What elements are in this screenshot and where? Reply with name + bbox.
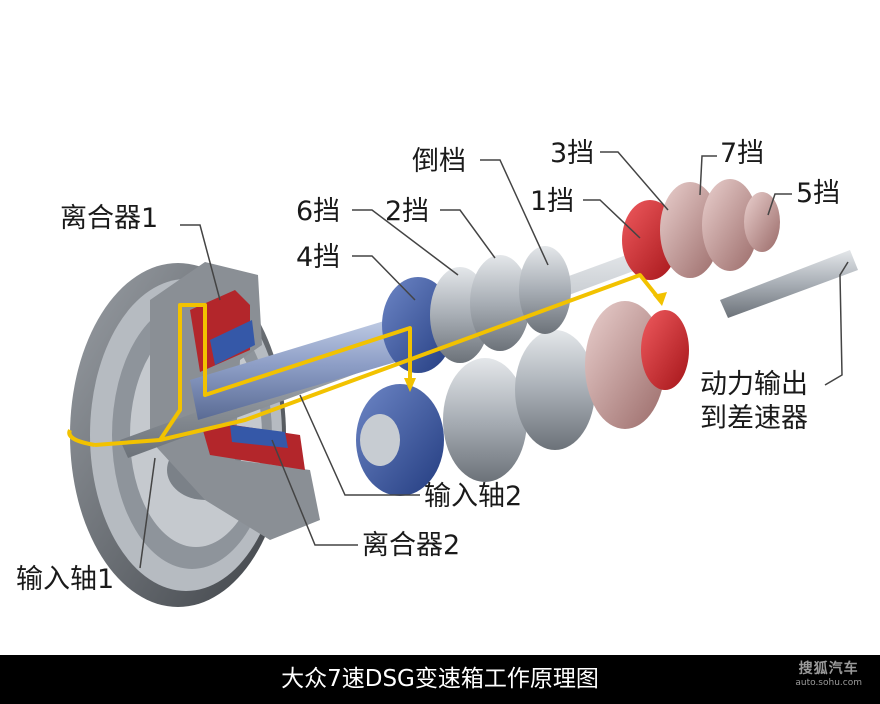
input-shaft-2 [190, 310, 430, 420]
label-gear-5: 5挡 [796, 178, 841, 209]
watermark: 搜狐汽车 auto.sohu.com [795, 660, 862, 689]
output-shaft [720, 250, 858, 318]
label-input-shaft-2: 输入轴2 [424, 481, 523, 512]
label-gear-4: 4挡 [296, 242, 341, 273]
transmission-illustration [67, 151, 858, 607]
label-gear-6: 6挡 [296, 196, 341, 227]
label-power-output-line-1: 动力输出 [700, 369, 808, 400]
label-input-shaft-1: 输入轴1 [16, 564, 115, 595]
watermark-url: auto.sohu.com [795, 678, 862, 688]
label-gear-1: 1挡 [530, 186, 575, 217]
leader-lines [139, 151, 849, 569]
label-power-output-line-2: 到差速器 [700, 402, 808, 434]
label-gear-7: 7挡 [720, 138, 765, 169]
caption: 大众7速DSG变速箱工作原理图 [281, 666, 599, 692]
dsg-diagram: 离合器1 6挡 4挡 2挡 倒档 1挡 3挡 7挡 5挡 动力输出 到差速器 输… [16, 138, 858, 607]
label-power-output: 动力输出 到差速器 [700, 368, 808, 436]
power-flow-arrow-1 [404, 378, 416, 392]
label-gear-2: 2挡 [385, 196, 430, 227]
power-flow-path [67, 273, 662, 447]
lower-gears [356, 301, 689, 496]
power-flow-arrow-2 [653, 292, 667, 306]
label-reverse: 倒档 [412, 146, 466, 177]
caption-bar: 大众7速DSG变速箱工作原理图 搜狐汽车 auto.sohu.com [0, 655, 880, 704]
label-clutch-2: 离合器2 [362, 530, 461, 561]
label-clutch-1: 离合器1 [60, 203, 159, 234]
watermark-brand: 搜狐汽车 [798, 661, 859, 677]
label-gear-3: 3挡 [550, 138, 595, 169]
upper-gears [382, 179, 780, 373]
